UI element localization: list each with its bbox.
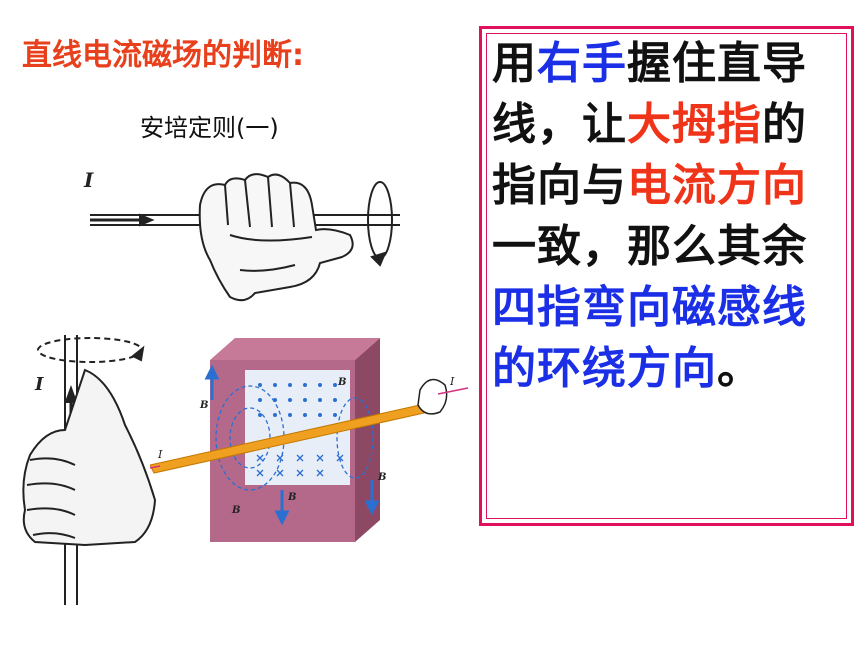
field-label-5: B	[231, 505, 240, 516]
slide-title: 直线电流磁场的判断:	[22, 38, 304, 73]
hand-vertical-wire-illustration: I	[22, 335, 157, 605]
field-label-4: B	[287, 492, 296, 503]
current-label-top: I	[83, 168, 94, 192]
current-label-cube-left: I	[157, 448, 163, 461]
rule-segment: 的指向与	[492, 99, 807, 211]
rule-segment: 握住直导线，让	[492, 38, 807, 150]
slide-subtitle: 安培定则(一)	[140, 114, 279, 142]
rule-segment-current-direction: 电流方向	[627, 160, 807, 211]
current-label-left: I	[34, 374, 44, 395]
field-label-1: B	[199, 400, 208, 411]
rule-segment: 用	[492, 38, 537, 89]
ampere-rule-box: 用右手握住直导线，让大拇指的指向与电流方向一致，那么其余四指弯向磁感线的环绕方向…	[479, 26, 854, 526]
rule-segment-four-fingers: 四指弯向磁感线的环绕方向	[492, 282, 807, 394]
rule-segment: 。	[717, 343, 762, 394]
hand-grasping-wire-illustration: I	[83, 168, 400, 302]
field-label-3: B	[377, 472, 386, 483]
rule-segment: 一致，那么其余	[492, 221, 807, 272]
rule-segment-thumb: 大拇指	[627, 99, 762, 150]
ampere-rule-text: 用右手握住直导线，让大拇指的指向与电流方向一致，那么其余四指弯向磁感线的环绕方向…	[492, 33, 837, 399]
current-label-cube-right: I	[449, 375, 455, 388]
magnetic-field-cube-illustration: B B B B B I I	[150, 338, 469, 542]
rule-segment-right-hand: 右手	[537, 38, 627, 89]
field-label-2: B	[337, 377, 346, 388]
